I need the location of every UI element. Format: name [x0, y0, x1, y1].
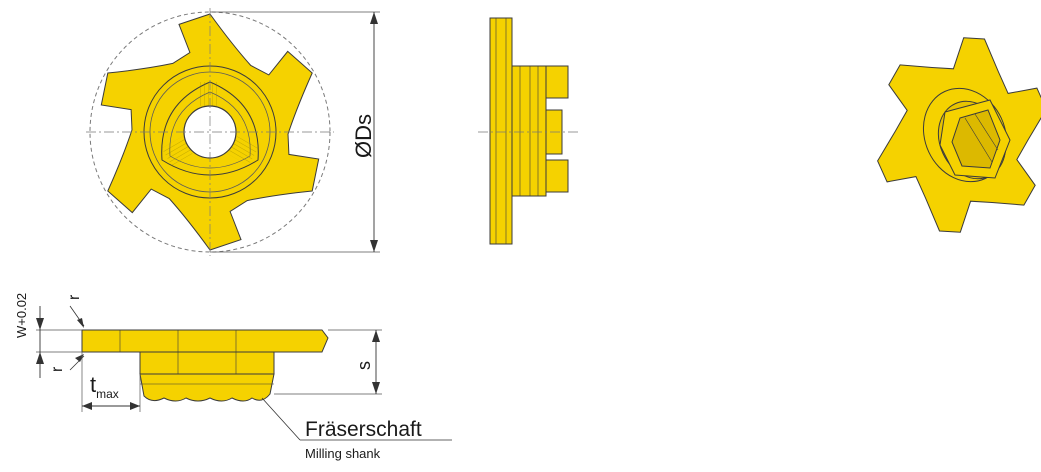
- iso-view: [877, 37, 1041, 233]
- center-hole: [183, 105, 237, 159]
- side-hub: [511, 65, 547, 197]
- width-tolerance-label: W+0.02: [14, 293, 29, 338]
- tmax-dimension: tmax: [81, 352, 141, 412]
- profile-shank-teeth: [139, 373, 275, 402]
- width-dimension: W+0.02: [14, 293, 82, 378]
- side-blade: [489, 17, 513, 245]
- bottom-view: [81, 329, 329, 402]
- radius-markers: r r: [49, 294, 85, 372]
- iso-hub-face: [951, 109, 1001, 169]
- hub-lobe-right: [227, 136, 259, 166]
- tmax-label: tmax: [90, 372, 119, 401]
- side-lobe-top: [545, 65, 569, 99]
- shank-callout: Fräserschaft Milling shank: [261, 397, 452, 461]
- radius-bottom-label: r: [49, 366, 66, 372]
- profile-blade: [81, 329, 329, 353]
- profile-hub: [139, 351, 275, 375]
- radius-top-label: r: [66, 294, 83, 300]
- front-view: [86, 8, 334, 256]
- hub-lobe-left: [161, 136, 193, 166]
- diameter-label: ØDs: [351, 114, 376, 158]
- diameter-dimension: ØDs: [210, 11, 380, 253]
- hub-inner: [169, 91, 251, 169]
- s-label: s: [354, 361, 374, 370]
- shank-label-de: Fräserschaft: [305, 418, 422, 441]
- s-dimension: s: [274, 329, 382, 395]
- shank-label-en: Milling shank: [305, 446, 381, 461]
- side-view: [478, 17, 580, 245]
- side-lobe-bottom: [545, 159, 569, 193]
